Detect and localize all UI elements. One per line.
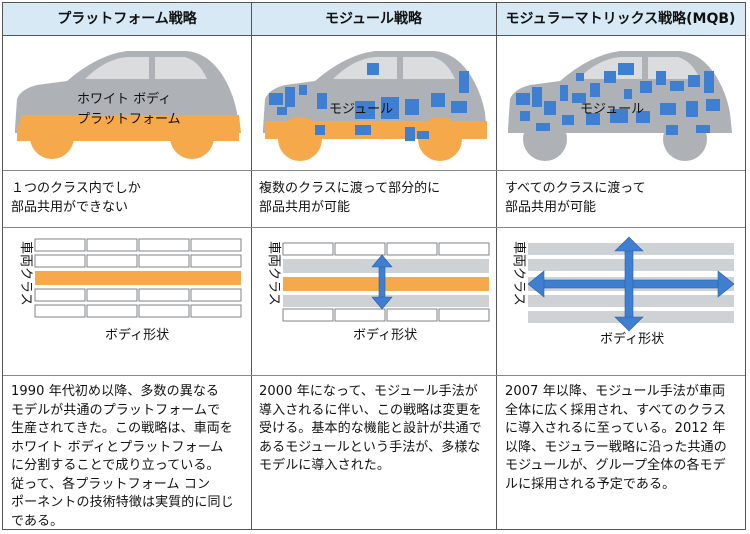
description-line: 1990 年代初め以降、多数の異なる bbox=[11, 384, 220, 399]
car-platform-illustration: ホワイト ボディ プラットフォーム bbox=[15, 51, 241, 159]
caption-line: 部品共用が可能 bbox=[505, 200, 597, 215]
platform-label: プラットフォーム bbox=[77, 112, 181, 127]
horizontal-axis-label: ボディ形状 bbox=[353, 327, 417, 343]
module-label: モジュール bbox=[580, 102, 644, 117]
vertical-axis-label: 車両クラス bbox=[266, 241, 281, 306]
description-line: 従って、各プラットフォーム コン bbox=[11, 476, 211, 492]
description-line: モデルが共通のプラットフォームで bbox=[11, 402, 221, 418]
row-divider bbox=[3, 170, 745, 171]
caption-line: 部品共用が可能 bbox=[259, 200, 351, 215]
description-mqb: 2007 年以降、モジュール手法が車両 全体に広く採用され、すべてのクラス に導… bbox=[505, 383, 741, 494]
caption-line: すべてのクラスに渡って bbox=[505, 181, 646, 196]
caption-line: １つのクラス内でしか bbox=[11, 181, 141, 196]
description-line: 導入されるに伴い、この戦略は変更を bbox=[259, 402, 482, 418]
horizontal-axis-label: ボディ形状 bbox=[105, 327, 169, 343]
matrix-platform-diagram: 車両クラス ボディ形状 bbox=[18, 238, 242, 343]
white-body-label: ホワイト ボディ bbox=[77, 91, 171, 107]
horizontal-axis-label: ボディ形状 bbox=[600, 331, 664, 347]
module-label: モジュール bbox=[329, 102, 393, 117]
description-line: 2007 年以降、モジュール手法が車両 bbox=[505, 384, 726, 399]
description-line: 受ける。基本的な機能と設計が共通で bbox=[259, 421, 482, 436]
row-divider bbox=[3, 227, 745, 228]
description-line: である。 bbox=[11, 513, 64, 529]
caption-line: 複数のクラスに渡って部分的に bbox=[259, 181, 441, 196]
column-divider bbox=[251, 3, 252, 529]
row-divider bbox=[3, 375, 745, 376]
vertical-axis-label: 車両クラス bbox=[511, 241, 526, 306]
header-mqb-strategy: モジュラーマトリックス戦略(MQB) bbox=[496, 3, 745, 36]
car-module-illustration: モジュール bbox=[263, 51, 487, 161]
description-line: あるモジュールという手法が、多様な bbox=[259, 439, 481, 455]
caption-mqb: すべてのクラスに渡って 部品共用が可能 bbox=[505, 179, 646, 217]
description-line: モデルに導入された。 bbox=[259, 458, 391, 473]
description-line: 以降、モジュラー戦略に沿った共通の bbox=[505, 439, 727, 455]
matrix-module-diagram: 車両クラス ボディ形状 bbox=[266, 241, 490, 343]
description-line: に導入されるに至っている。2012 年 bbox=[505, 421, 726, 436]
car-mqb-illustration: モジュール bbox=[508, 51, 732, 161]
description-line: に分割することで成り立っている。 bbox=[11, 458, 220, 473]
caption-platform: １つのクラス内でしか 部品共用ができない bbox=[11, 179, 141, 217]
description-line: ルに採用される予定である。 bbox=[505, 476, 676, 492]
description-line: ポーネントの技術特徴は実質的に同じ bbox=[11, 495, 234, 510]
description-line: モジュールが、グループ全体の各モデ bbox=[505, 458, 726, 473]
description-platform: 1990 年代初め以降、多数の異なる モデルが共通のプラットフォームで 生産され… bbox=[11, 383, 247, 531]
description-module: 2000 年になって、モジュール手法が 導入されるに伴い、この戦略は変更を 受け… bbox=[259, 383, 492, 476]
description-line: ホワイト ボディとプラットフォーム bbox=[11, 439, 224, 455]
description-line: 2000 年になって、モジュール手法が bbox=[259, 384, 478, 399]
column-divider bbox=[496, 3, 497, 529]
matrix-mqb-diagram: 車両クラス ボディ形状 bbox=[511, 236, 735, 347]
description-line: 生産されてきた。この戦略は、車両を bbox=[11, 421, 233, 436]
caption-module: 複数のクラスに渡って部分的に 部品共用が可能 bbox=[259, 179, 440, 217]
caption-line: 部品共用ができない bbox=[11, 200, 129, 215]
description-line: 全体に広く採用され、すべてのクラス bbox=[505, 402, 727, 418]
header-module-strategy: モジュール戦略 bbox=[251, 3, 496, 36]
header-platform-strategy: プラットフォーム戦略 bbox=[3, 3, 251, 36]
vertical-axis-label: 車両クラス bbox=[18, 241, 33, 306]
